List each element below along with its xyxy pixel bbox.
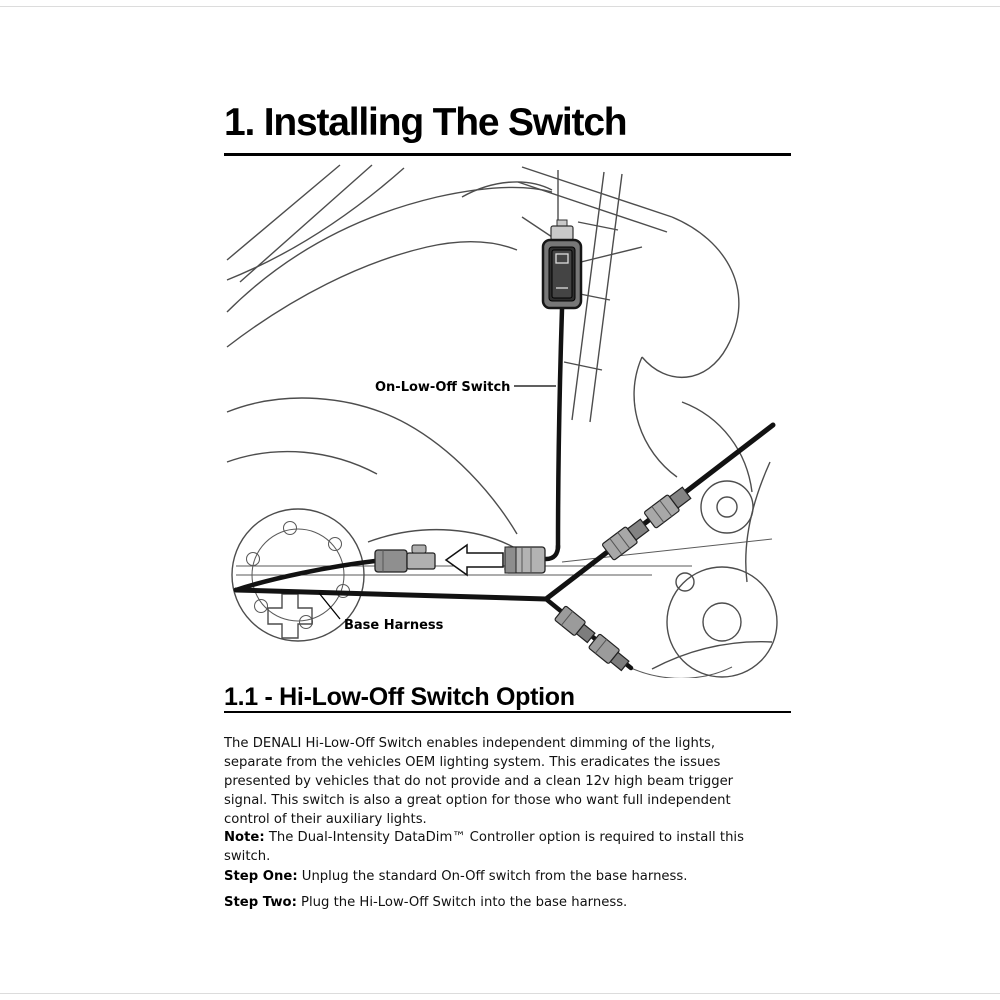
base-harness-connector [374, 544, 436, 573]
note-label: Note: [224, 830, 265, 846]
step-two-paragraph: Step Two: Plug the Hi-Low-Off Switch int… [224, 893, 772, 912]
branch-connector-upper [554, 605, 596, 644]
rocker-switch [541, 219, 583, 310]
motorcycle-line-art [226, 164, 778, 679]
trigger-wire-connector-lower [602, 518, 650, 561]
title-rule [224, 153, 791, 156]
diagram-label-harness: Base Harness [344, 618, 444, 633]
step-one-text: Unplug the standard On-Off switch from t… [301, 869, 688, 885]
step-two-label: Step Two: [224, 895, 297, 911]
plug-direction-arrow [444, 543, 504, 577]
diagram-label-switch: On-Low-Off Switch [375, 380, 510, 395]
note-paragraph: Note: The Dual-Intensity DataDim™ Contro… [224, 828, 772, 866]
installation-diagram: On-Low-Off Switch Base Harness [222, 162, 792, 679]
trigger-wire-connector-upper [644, 486, 692, 529]
note-text: The Dual-Intensity DataDim™ Controller o… [224, 830, 744, 865]
page-top-edge [0, 6, 1000, 7]
wiring-harness [233, 306, 776, 671]
page-title: 1. Installing The Switch [224, 101, 628, 144]
section-title: 1.1 - Hi-Low-Off Switch Option [224, 683, 575, 711]
step-one-label: Step One: [224, 869, 298, 885]
step-one-paragraph: Step One: Unplug the standard On-Off swi… [224, 867, 772, 886]
branch-connector-lower [588, 633, 630, 672]
motorcycle-switch-diagram: On-Low-Off Switch Base Harness [226, 164, 778, 679]
page-bottom-edge [0, 993, 1000, 994]
switch-plug [504, 546, 546, 574]
step-two-text: Plug the Hi-Low-Off Switch into the base… [301, 895, 628, 911]
section-paragraph: The DENALI Hi-Low-Off Switch enables ind… [224, 736, 734, 828]
harness-label-pointer [318, 592, 341, 620]
section-rule [224, 711, 791, 713]
